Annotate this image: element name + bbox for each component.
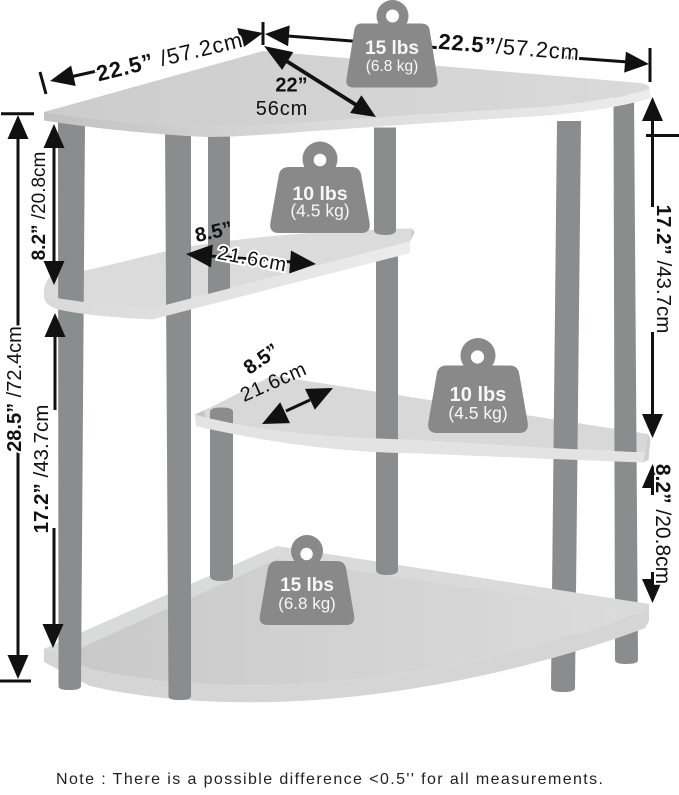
svg-text:(6.8 kg): (6.8 kg) <box>366 58 419 75</box>
svg-text:22”: 22” <box>275 75 307 97</box>
svg-text:(6.8 kg): (6.8 kg) <box>278 594 336 613</box>
svg-text:17.2” /43.7cm: 17.2” /43.7cm <box>30 405 53 534</box>
svg-text:8.2” /20.8cm: 8.2” /20.8cm <box>651 464 674 584</box>
svg-text:22.5”/57.2cm: 22.5”/57.2cm <box>438 29 581 65</box>
svg-text:(4.5 kg): (4.5 kg) <box>290 201 349 221</box>
svg-text:15 lbs: 15 lbs <box>365 38 419 59</box>
svg-text:(4.5 kg): (4.5 kg) <box>448 403 507 423</box>
svg-text:10 lbs: 10 lbs <box>450 384 507 406</box>
svg-text:8.2” /20.8cm: 8.2” /20.8cm <box>29 152 50 261</box>
svg-text:15 lbs: 15 lbs <box>280 575 334 596</box>
svg-text:28.5” /72.4cm: 28.5” /72.4cm <box>4 326 26 452</box>
svg-text:17.2” /43.7cm: 17.2” /43.7cm <box>652 205 675 334</box>
svg-text:10 lbs: 10 lbs <box>292 183 347 205</box>
svg-text:Note : There is a possible dif: Note : There is a possible difference <0… <box>56 771 604 788</box>
svg-text:56cm: 56cm <box>256 98 309 120</box>
